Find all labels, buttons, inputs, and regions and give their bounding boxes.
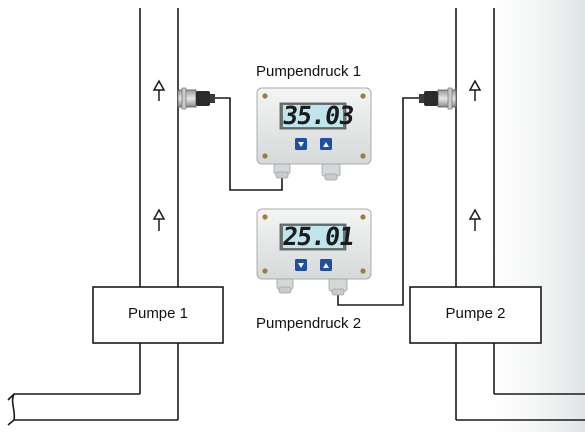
gauge-1-caption: Pumpendruck 1 bbox=[256, 63, 362, 80]
flow-arrow-up-icon bbox=[152, 208, 166, 231]
left-pipe bbox=[7, 8, 179, 426]
pump-2-label: Pumpe 2 bbox=[445, 305, 506, 322]
gauge-1-housing bbox=[256, 87, 372, 181]
background-photo bbox=[470, 0, 585, 432]
gauge-1-readout: 35.03 bbox=[280, 101, 356, 130]
gauge-2-caption: Pumpendruck 2 bbox=[256, 315, 362, 332]
flow-arrow-up-icon bbox=[468, 79, 482, 101]
gauge-2-housing bbox=[256, 208, 372, 296]
pump-1-box bbox=[92, 286, 224, 344]
pump-2-box bbox=[409, 286, 542, 344]
pressure-sensor-icon bbox=[419, 87, 457, 110]
flow-arrow-up-icon bbox=[152, 79, 166, 101]
pressure-sensor-icon bbox=[177, 87, 215, 110]
signal-cable-2 bbox=[337, 97, 419, 306]
gauge-2-readout: 25.01 bbox=[280, 222, 356, 251]
flow-arrow-up-icon bbox=[468, 208, 482, 231]
signal-cable-1 bbox=[215, 97, 283, 191]
pump-1-label: Pumpe 1 bbox=[127, 305, 189, 322]
right-pipe bbox=[455, 8, 585, 421]
